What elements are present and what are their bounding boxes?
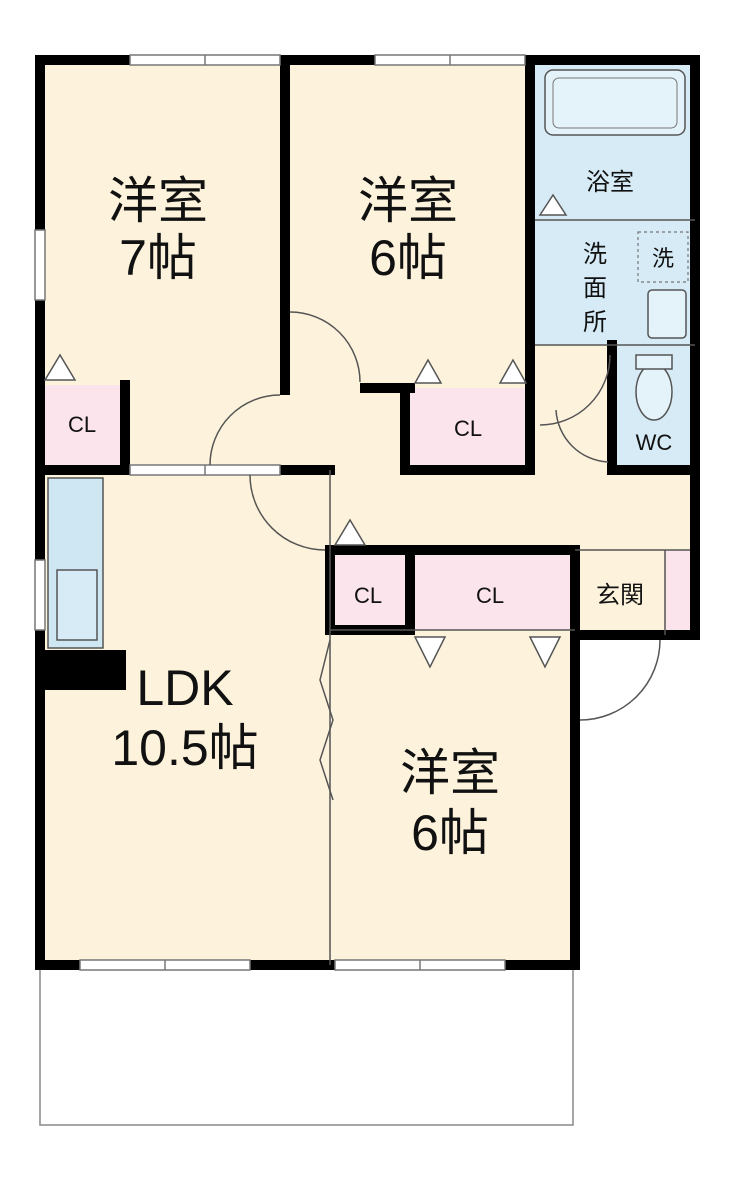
door-swing-washroom (539, 354, 611, 426)
thin-walls (329, 219, 695, 965)
bathtub-inner (552, 77, 678, 129)
closet-4-fill (410, 555, 570, 630)
toilet-tank (635, 354, 673, 370)
door-swing-entrance (579, 639, 661, 721)
door-swing-room-n (289, 311, 361, 383)
closet-1-fill (45, 385, 120, 465)
doors (209, 311, 661, 721)
closet-door-marks (43, 193, 568, 669)
toilet-icon (635, 363, 673, 421)
bathtub-icon (544, 69, 686, 136)
entrance-label: 玄関 (596, 582, 644, 609)
sink-icon (56, 569, 98, 641)
room-fills (40, 60, 695, 965)
washbasin-icon (647, 289, 687, 339)
ldk-name: LDK (136, 660, 233, 716)
closet-3-fill (330, 550, 410, 630)
room-nw-name: 洋室 (108, 173, 208, 229)
folding-door (319, 639, 334, 801)
washroom-label-3: 所 (583, 309, 607, 336)
balcony (39, 964, 574, 1126)
washroom-label-2: 面 (583, 275, 607, 302)
closet-3-label: CL (354, 583, 382, 608)
wall-column (38, 650, 126, 690)
room-s-floor (330, 630, 575, 965)
washer-space (637, 231, 689, 283)
windows (34, 54, 526, 971)
room-s-name: 洋室 (400, 745, 500, 801)
door-swing-room-nw (209, 394, 281, 466)
room-nw-size: 7帖 (119, 230, 197, 286)
door-swing-ldk (249, 474, 326, 551)
washroom-label-1: 洗 (583, 241, 607, 268)
closet-fills (45, 385, 690, 630)
closet-2-label: CL (454, 416, 482, 441)
room-n-size: 6帖 (369, 230, 447, 286)
door-swing-toilet (555, 409, 609, 463)
room-n-floor (285, 60, 530, 390)
room-s-size: 6帖 (411, 805, 489, 861)
entrance-closet-fill (665, 550, 690, 630)
closet-2-fill (410, 388, 525, 468)
toilet-label: WC (636, 430, 673, 455)
closet-4-label: CL (476, 583, 504, 608)
closet-1-label: CL (68, 412, 96, 437)
washer-label: 洗 (652, 246, 674, 271)
bath-label: 浴室 (586, 169, 634, 196)
room-n-name: 洋室 (358, 173, 458, 229)
ldk-size: 10.5帖 (111, 720, 258, 776)
